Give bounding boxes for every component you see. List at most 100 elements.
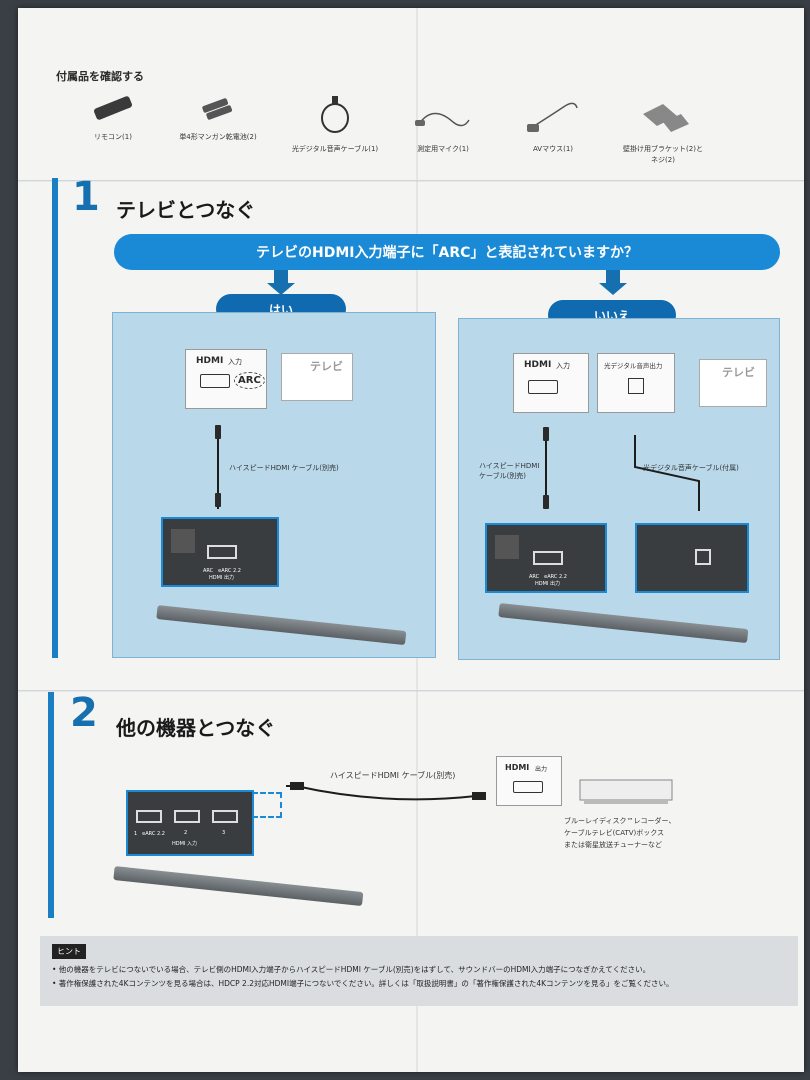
microphone-icon <box>415 112 470 127</box>
hdmi-cable-step2 <box>286 782 486 801</box>
av-mouse-icon <box>527 102 578 132</box>
accessory-label: 光デジタル音声ケーブル(1) <box>291 145 379 153</box>
port-label: 2 <box>184 830 188 836</box>
tv-icon: テレビ <box>699 359 767 407</box>
hdmi-plug <box>543 427 549 441</box>
hdmi-logo: HDMI <box>524 360 552 370</box>
remote-icon <box>94 96 132 120</box>
tv-hdmi-box: HDMI 入力 <box>513 353 589 413</box>
port-label-top: ARC eARC 2.2 <box>203 568 241 574</box>
dashed-connection-icon <box>252 792 282 818</box>
device-desc-line: または衛星放送チューナーなど <box>564 841 662 849</box>
step2-bar <box>48 692 54 918</box>
hdmi-in-label: HDMI 入力 <box>172 841 197 847</box>
hint-line: • 他の機器をテレビにつないでいる場合、テレビ側のHDMI入力端子からハイスピー… <box>52 965 651 974</box>
soundbar-optical-panel <box>635 523 749 593</box>
tv-optical-box: 光デジタル音声出力 <box>597 353 675 413</box>
optical-cable-label: 光デジタル音声ケーブル(付属) <box>643 464 739 472</box>
hdmi-logo: HDMI <box>196 356 224 366</box>
battery-icon <box>202 98 233 120</box>
device-desc-line: ブルーレイディスク™レコーダー、 <box>564 817 676 825</box>
hdmi-logo: HDMI <box>505 763 530 772</box>
hdmi-cable-label: ケーブル(別売) <box>479 472 527 480</box>
section-divider <box>18 180 804 181</box>
arrow-down-icon <box>267 283 295 295</box>
hdmi-port-icon <box>528 380 558 394</box>
step2-number: 2 <box>70 690 98 736</box>
soundbar-hdmi-in-panel: 1 eARC 2.2 2 3 HDMI 入力 <box>126 790 254 856</box>
accessory-label: AVマウス(1) <box>532 145 574 153</box>
arc-label: ARC <box>234 372 265 389</box>
port-label: 1 eARC 2.2 <box>134 831 165 837</box>
step1-number: 1 <box>72 174 100 220</box>
port-label: HDMI 出力 <box>535 581 560 587</box>
wall-bracket-icon <box>643 104 689 132</box>
hdmi-in-port-1-icon <box>136 810 162 823</box>
hint-line: • 著作権保護された4Kコンテンツを見る場合は、HDCP 2.2対応HDMI端子… <box>52 979 674 988</box>
bluray-recorder-icon <box>579 779 673 804</box>
arrow-yes <box>274 270 288 284</box>
port-label-top: ARC eARC 2.2 <box>529 574 567 580</box>
hdmi-in-label: 入力 <box>556 362 570 370</box>
fold-line-horizontal <box>18 690 804 692</box>
hdmi-port-icon <box>200 374 230 388</box>
tv-label: テレビ <box>722 366 755 379</box>
step1-title: テレビとつなぐ <box>116 198 256 222</box>
hdmi-out-port-icon <box>207 545 237 559</box>
hdmi-plug <box>215 493 221 507</box>
port-cover <box>171 529 195 553</box>
hdmi-in-port-2-icon <box>174 810 200 823</box>
accessory-wall-bracket: 壁掛け用ブラケット(2)と ネジ(2) <box>608 94 718 165</box>
tv-hdmi-arc-box: HDMI 入力 ARC <box>185 349 267 409</box>
optical-in-port-icon <box>695 549 711 565</box>
hdmi-cable-label: ハイスピードHDMI <box>479 462 540 470</box>
hdmi-out-label: 出力 <box>535 766 548 773</box>
no-panel: HDMI 入力 光デジタル音声出力 テレビ ハイスピードHDMI ケーブル(別売… <box>458 318 780 660</box>
accessory-label: ネジ(2) <box>651 156 675 164</box>
soundbar-icon <box>113 866 364 907</box>
hdmi-out-port-icon <box>533 551 563 565</box>
arc-question-banner: テレビのHDMI入力端子に「ARC」と表記されていますか？ <box>114 234 780 270</box>
port-label: HDMI 出力 <box>209 575 234 581</box>
instruction-sheet: 付属品を確認する リモコン(1) 単4形マンガン乾電池(2) 光デジタル音声ケー… <box>18 8 804 1072</box>
section-divider <box>18 690 804 691</box>
soundbar-icon <box>156 605 407 646</box>
accessory-remote: リモコン(1) <box>78 94 148 142</box>
hdmi-plug <box>543 495 549 509</box>
arrow-no <box>606 270 620 284</box>
arrow-down-icon <box>599 283 627 295</box>
accessory-label: 単4形マンガン乾電池(2) <box>179 133 257 141</box>
accessory-microphone: 測定用マイク(1) <box>398 94 488 154</box>
port-label: 3 <box>222 830 226 836</box>
hint-tag: ヒント <box>52 944 86 959</box>
tv-icon: テレビ <box>281 353 353 401</box>
port-cover <box>495 535 519 559</box>
hdmi-cable <box>217 433 219 509</box>
hdmi-cable-label: ハイスピードHDMI ケーブル(別売) <box>229 464 339 472</box>
tv-label: テレビ <box>310 360 343 373</box>
hdmi-plug <box>215 425 221 439</box>
hdmi-in-label: 入力 <box>228 358 242 366</box>
hdmi-cable <box>545 433 547 509</box>
fold-line-horizontal <box>18 180 804 182</box>
yes-panel: HDMI 入力 ARC テレビ ハイスピードHDMI ケーブル(別売) ARC … <box>112 312 436 658</box>
hdmi-in-port-3-icon <box>212 810 238 823</box>
accessory-optical-cable: 光デジタル音声ケーブル(1) <box>280 94 390 154</box>
soundbar-icon <box>498 603 749 644</box>
hdmi-cable-label: ハイスピードHDMI ケーブル(別売) <box>330 771 456 780</box>
accessory-label: リモコン(1) <box>94 133 132 141</box>
optical-cable-line <box>634 435 700 511</box>
optical-out-label: 光デジタル音声出力 <box>604 362 663 370</box>
step1-bar <box>52 178 58 658</box>
soundbar-back-panel: ARC eARC 2.2 HDMI 出力 <box>161 517 279 587</box>
optical-cable-icon <box>321 96 349 133</box>
hdmi-port-icon <box>513 781 543 793</box>
accessory-label: 壁掛け用ブラケット(2)と <box>623 145 703 153</box>
accessory-av-mouse: AVマウス(1) <box>508 94 598 154</box>
step2-title: 他の機器とつなぐ <box>116 716 276 740</box>
optical-port-icon <box>628 378 644 394</box>
accessory-label: 測定用マイク(1) <box>417 145 469 153</box>
device-hdmi-out-box: HDMI 出力 <box>496 756 562 806</box>
accessories-title: 付属品を確認する <box>56 70 144 83</box>
soundbar-back-panel: ARC eARC 2.2 HDMI 出力 <box>485 523 607 593</box>
